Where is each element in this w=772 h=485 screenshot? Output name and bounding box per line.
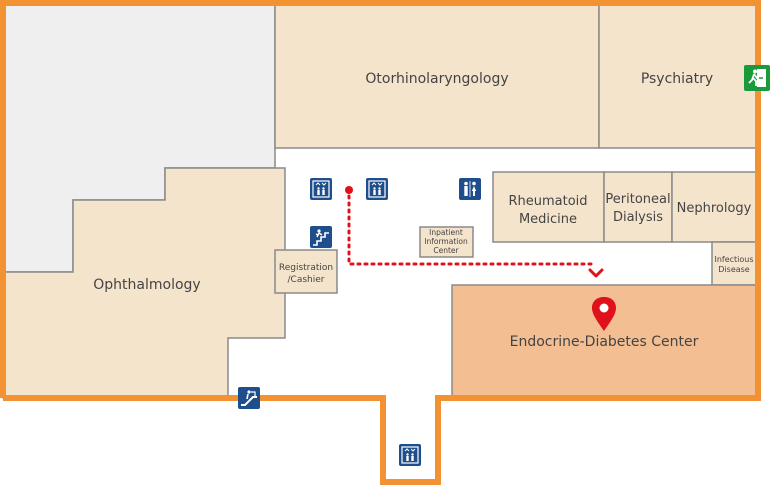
elevator-icon[interactable] (366, 178, 388, 200)
room-registration-cashier[interactable] (274, 249, 338, 294)
room-infectious-label-1: Infectious (714, 255, 753, 264)
room-rheumatoid-label-1: Rheumatoid (508, 194, 587, 209)
room-inpatient-information-center[interactable] (419, 226, 474, 258)
emergency-stairs-icon[interactable] (310, 226, 332, 248)
room-endocrine-label: Endocrine-Diabetes Center (510, 334, 699, 350)
room-registration-label-1: Registration (279, 263, 333, 273)
route-path (345, 186, 604, 278)
room-inpatient-label-1: Inpatient (429, 228, 463, 237)
room-rheumatoid-label-2: Medicine (519, 212, 577, 227)
room-inpatient-label-2: Information (424, 237, 468, 246)
room-peritoneal-dialysis[interactable] (603, 171, 673, 243)
lower-corridor (383, 398, 438, 482)
room-otorhinolaryngology[interactable] (274, 2, 600, 149)
elevator-icon[interactable] (399, 444, 421, 466)
room-psychiatry-label: Psychiatry (641, 71, 713, 87)
elevator-icon[interactable] (310, 178, 332, 200)
room-otorhinolaryngology-label: Otorhinolaryngology (365, 71, 508, 87)
emergency-exit-icon[interactable] (744, 65, 770, 91)
room-infectious-label-2: Disease (718, 265, 750, 274)
room-nephrology-label: Nephrology (677, 201, 752, 216)
room-inpatient-label-3: Center (433, 246, 459, 255)
restroom-icon[interactable] (459, 178, 481, 200)
room-peritoneal-label-1: Peritoneal (605, 192, 670, 207)
escalator-icon[interactable] (238, 387, 260, 409)
route-arrow-icon (588, 268, 604, 278)
route-start-marker (345, 186, 353, 194)
room-ophthalmology-label: Ophthalmology (93, 277, 200, 293)
room-registration-label-2: /Cashier (288, 275, 325, 285)
location-pin-icon (592, 297, 616, 331)
room-peritoneal-label-2: Dialysis (613, 210, 663, 225)
